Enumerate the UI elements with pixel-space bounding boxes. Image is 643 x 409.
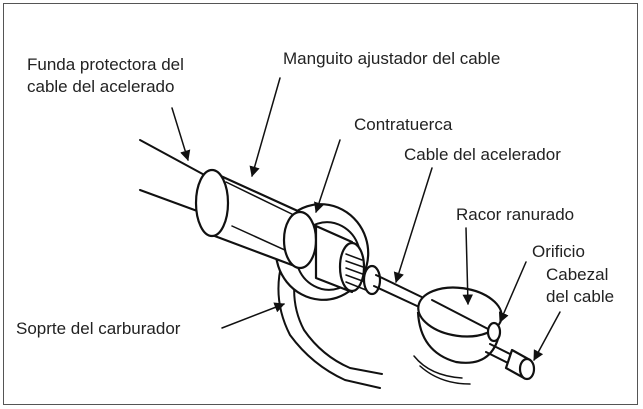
slotted-fitting-drawing (413, 286, 503, 385)
label-slotted-fitting: Racor ranurado (456, 205, 574, 224)
label-cable-end-line1: Cabezal (546, 265, 608, 284)
label-hole: Orificio (532, 242, 585, 261)
label-adjuster: Manguito ajustador del cable (283, 49, 500, 68)
cable-housing-drawing (139, 139, 211, 213)
cable-end-drawing (485, 343, 536, 381)
cable-adjuster-drawing (194, 168, 318, 270)
label-housing-line2: cable del acelerado (27, 77, 174, 96)
leader-lines (171, 77, 561, 361)
label-cable-end-line2: del cable (546, 287, 614, 306)
label-bracket: Soprte del carburador (16, 319, 181, 338)
label-housing-line1: Funda protectora del (27, 55, 184, 74)
label-locknut: Contratuerca (354, 115, 453, 134)
label-throttle-cable: Cable del acelerador (404, 145, 561, 164)
